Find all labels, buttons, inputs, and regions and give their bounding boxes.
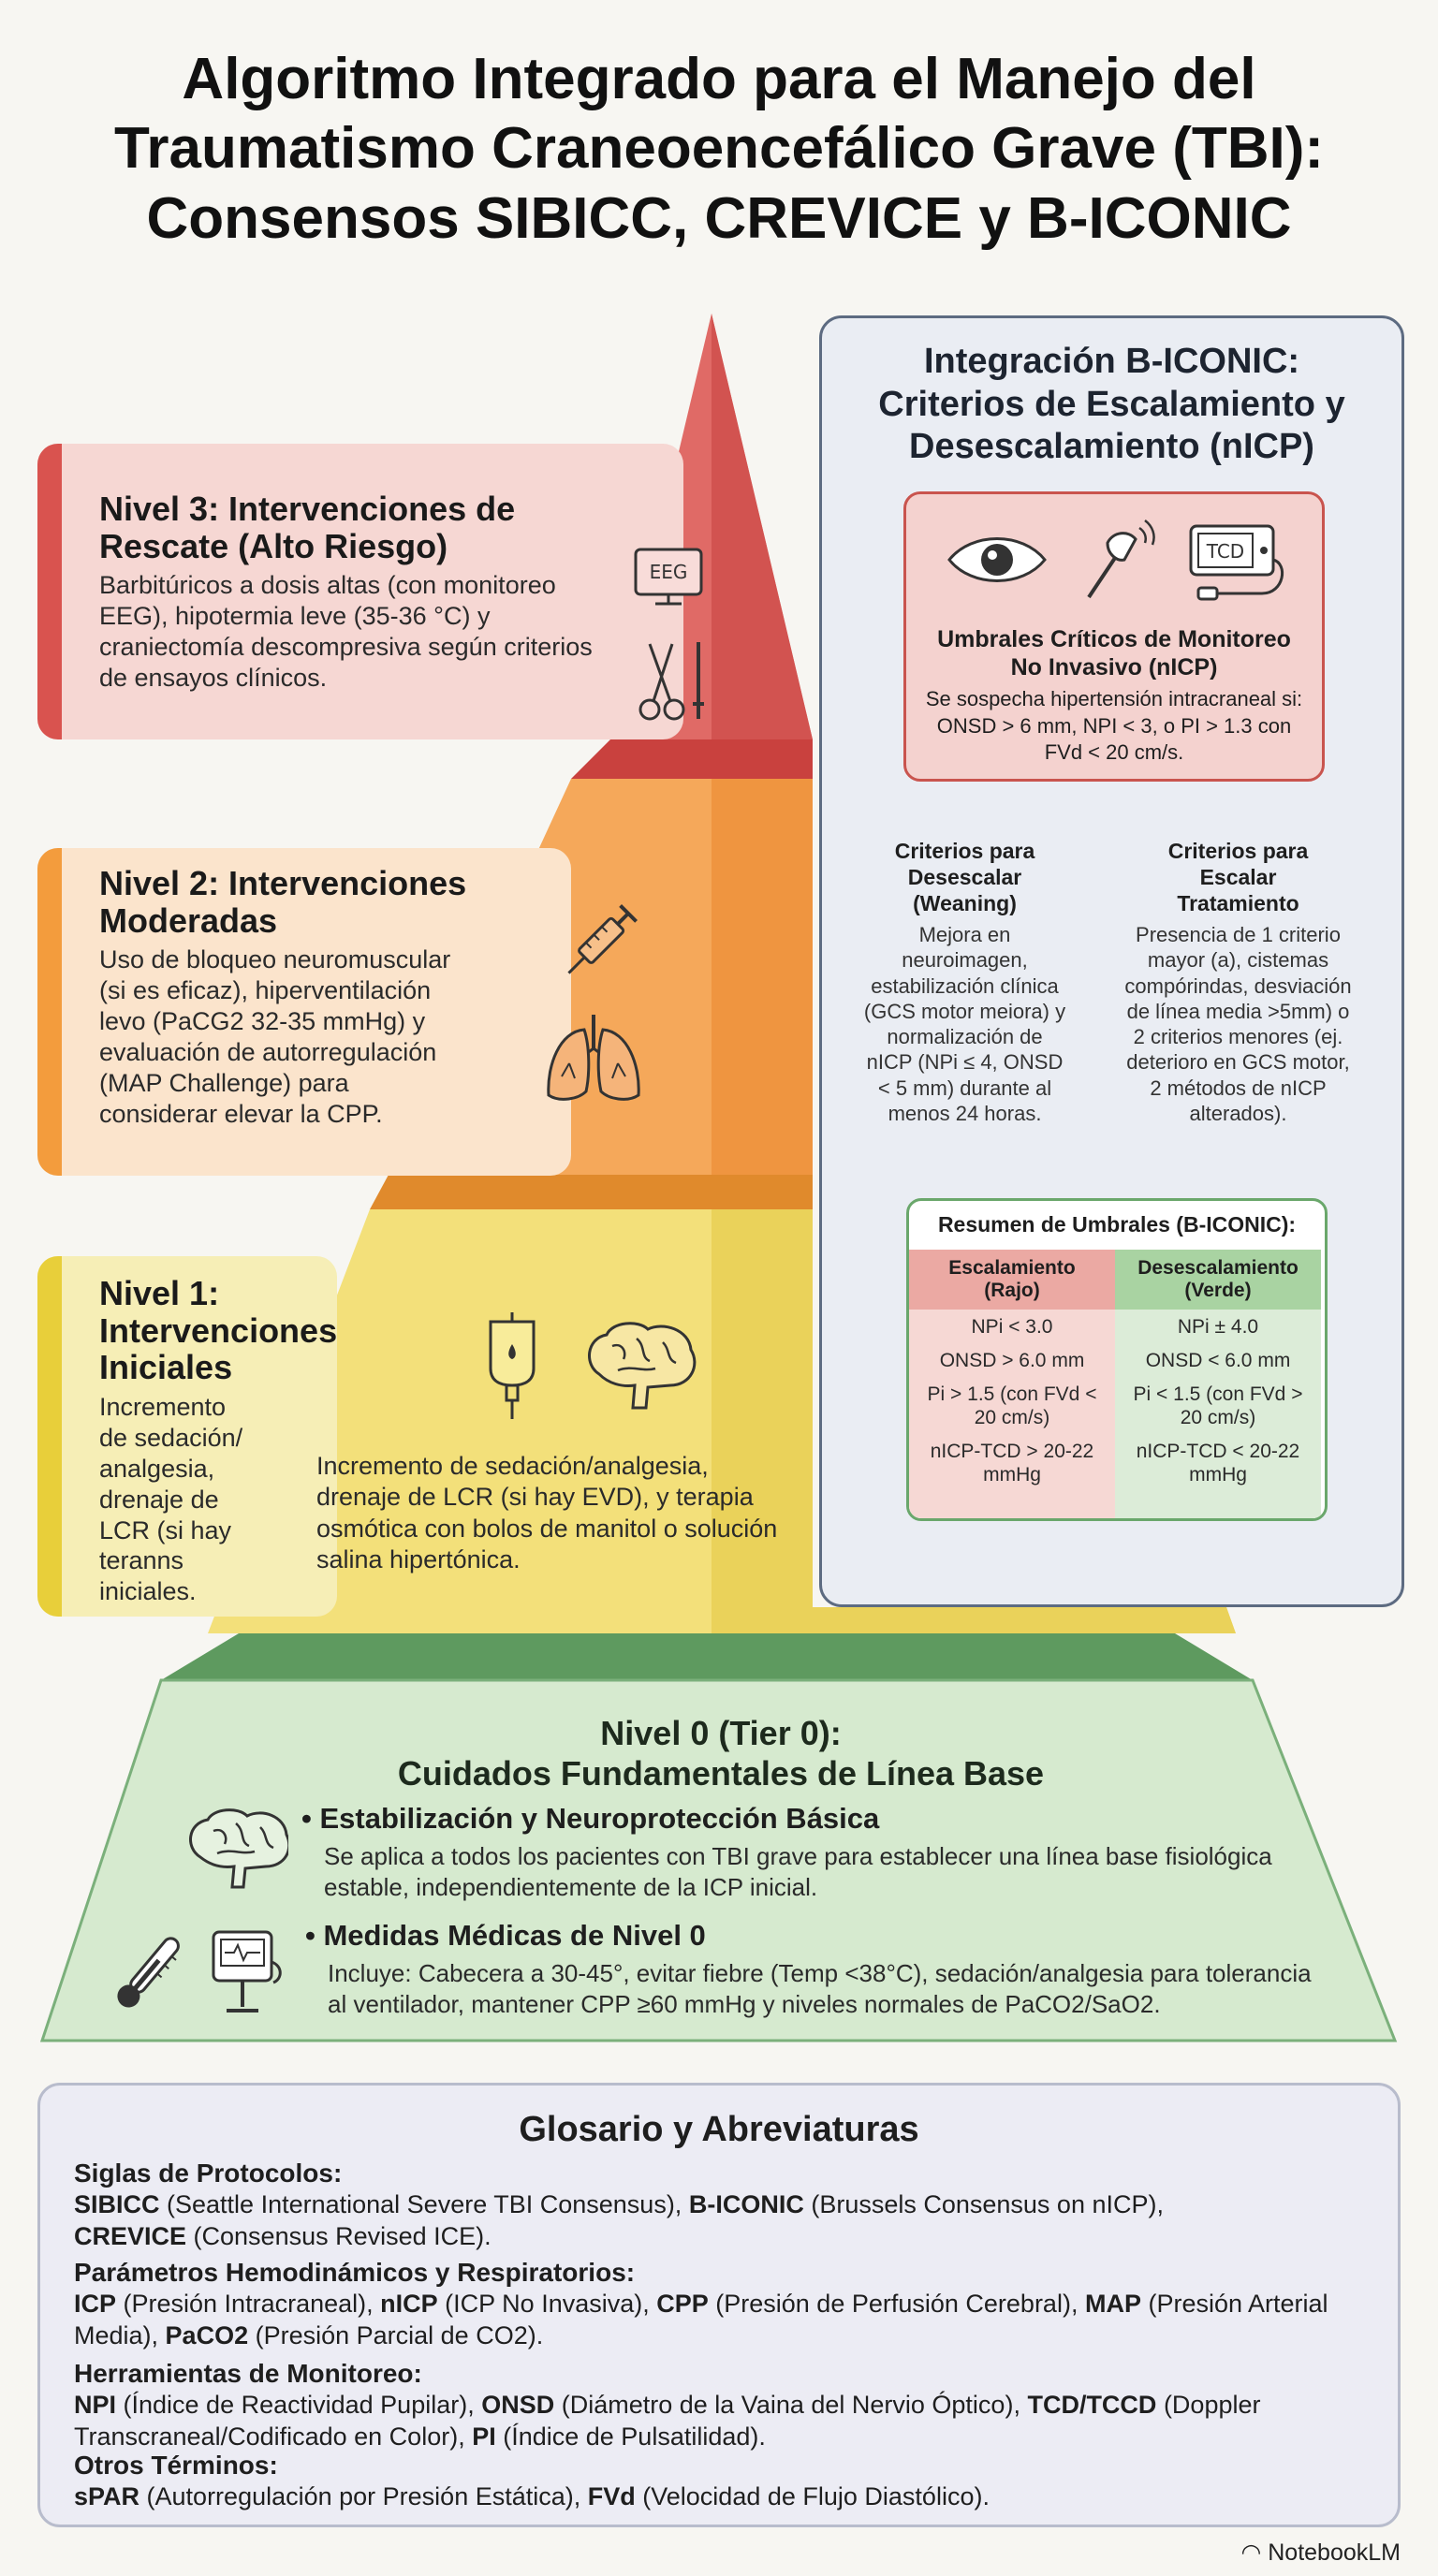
glossary-section-title: Herramientas de Monitoreo: [74,2359,422,2388]
level-2-text: Uso de bloqueo neuromuscular (si es efic… [99,945,451,1128]
lungs-icon [547,1015,640,1101]
eye-icon [947,537,1047,582]
level-2-color-bar [37,848,62,1176]
weaning-title: Criterios para Desescalar (Weaning) [894,839,1035,916]
threshold-summary-table: Resumen de Umbrales (B-ICONIC): Escalami… [906,1198,1328,1521]
weaning-text: Mejora en neuroimagen, estabilización cl… [863,923,1066,1125]
level-1-center-text: Incremento de sedación/analgesia, drenaj… [316,1452,778,1574]
pyramid-tier-0-band [161,1633,1253,1680]
level-0-item-stabilization: Estabilización y Neuroprotección Básica … [301,1802,1350,1902]
level-3-box: Nivel 3: Intervenciones de Rescate (Alto… [37,444,683,739]
level-0-item-medical-measures: Medidas Médicas de Nivel 0 Incluye: Cabe… [305,1919,1354,2019]
b-iconic-panel: Integración B-ICONIC: Criterios de Escal… [819,315,1404,1607]
escalation-column: Escalamiento (Rajo) NPi < 3.0 ONSD > 6.0… [909,1250,1115,1518]
level-1-color-bar [37,1256,62,1617]
level-0-title: Nivel 0 (Tier 0): Cuidados Fundamentales… [397,1714,1045,1793]
level-2-title: Nivel 2: Intervenciones Moderadas [99,864,467,940]
glossary-other: Otros Términos: sPAR (Autorregulación po… [74,2449,1366,2513]
ultrasound-probe-icon [1087,520,1155,599]
weaning-criteria: Criterios para Desescalar (Weaning) Mejo… [841,838,1089,1126]
deescalation-cell: Pi < 1.5 (con FVd > 20 cm/s) [1133,1383,1303,1429]
glossary-monitoring: Herramientas de Monitoreo: NPI (Índice d… [74,2357,1366,2453]
brain-icon [588,1322,697,1410]
deescalation-column: Desescalamiento (Verde) NPi ± 4.0 ONSD <… [1115,1250,1321,1518]
thermometer-icon [117,1937,180,2008]
brain-outline-icon [189,1808,288,1889]
glossary-box: Glosario y Abreviaturas Siglas de Protoc… [37,2083,1401,2527]
eeg-icon-label: EEG [650,561,688,583]
deescalation-cell: ONSD < 6.0 mm [1145,1349,1291,1371]
critical-thresholds-box: TCD Umbrales Críticos de Monitoreo No In… [903,491,1325,782]
thresholds-title: Umbrales Críticos de Monitoreo No Invasi… [937,626,1291,681]
notebooklm-icon: ◠ [1240,2539,1262,2566]
level-2-box: Nivel 2: Intervenciones Moderadas Uso de… [37,848,571,1176]
level-3-color-bar [37,444,62,739]
panel-title: Integración B-ICONIC: Criterios de Escal… [878,342,1345,467]
surgical-instruments-icon [638,642,704,721]
level-1-text: Incremento de sedación/ analgesia, drena… [99,1392,243,1606]
level-0-item-1-title: Estabilización y Neuroprotección Básica [301,1802,1350,1836]
escalation-title: Criterios para Escalar Tratamiento [1167,839,1309,916]
glossary-section-title: Parámetros Hemodinámicos y Respiratorios… [74,2258,636,2287]
glossary-protocols: Siglas de Protocolos: SIBICC (Seattle In… [74,2157,1366,2253]
level-0-item-1-text: Se aplica a todos los pacientes con TBI … [324,1842,1272,1901]
level-1-box: Nivel 1: Intervenciones Iniciales Increm… [37,1256,337,1617]
escalation-header: Escalamiento (Rajo) [909,1250,1115,1310]
glossary-section-title: Siglas de Protocolos: [74,2159,343,2188]
escalation-cell: NPi < 3.0 [971,1316,1053,1339]
escalation-text: Presencia de 1 criterio mayor (a), ciste… [1124,923,1352,1125]
escalation-cell: ONSD > 6.0 mm [939,1349,1085,1371]
eeg-monitor-icon: EEG [634,548,703,606]
escalation-cell: nICP-TCD > 20-22 mmHg [930,1440,1094,1486]
vital-signs-monitor-icon [212,1930,282,2012]
glossary-title: Glosario y Abreviaturas [519,2110,919,2149]
glossary-hemodynamic: Parámetros Hemodinámicos y Respiratorios… [74,2256,1366,2352]
deescalation-cell: NPi ± 4.0 [1177,1316,1259,1339]
tcd-device-icon: TCD [1189,524,1284,601]
deescalation-cell: nICP-TCD < 20-22 mmHg [1136,1440,1300,1486]
deescalation-header: Desescalamiento (Verde) [1115,1250,1321,1310]
tcd-label: TCD [1206,540,1244,563]
level-3-title: Nivel 3: Intervenciones de Rescate (Alto… [99,490,516,565]
glossary-section-title: Otros Términos: [74,2451,278,2480]
syringe-icon [567,903,638,974]
summary-title: Resumen de Umbrales (B-ICONIC): [937,1212,1297,1237]
brand-logo: ◠ NotebookLM [1240,2539,1401,2566]
iv-bag-icon [489,1312,536,1419]
thresholds-text: Se sospecha hipertensión intracraneal si… [925,687,1303,765]
escalation-criteria: Criterios para Escalar Tratamiento Prese… [1114,838,1362,1126]
level-1-title: Nivel 1: Intervenciones Iniciales [99,1274,337,1387]
pyramid-tier-2-band [370,1175,813,1209]
level-3-text: Barbitúricos a dosis altas (con monitore… [99,571,593,692]
level-0-item-2-title: Medidas Médicas de Nivel 0 [305,1919,1354,1953]
escalation-cell: Pi > 1.5 (con FVd < 20 cm/s) [927,1383,1097,1429]
pyramid-tier-3-band [571,739,813,779]
level-0-item-2-text: Incluye: Cabecera a 30-45°, evitar fiebr… [328,1959,1312,2018]
page-title: Algoritmo Integrado para el Manejo del T… [113,47,1325,251]
